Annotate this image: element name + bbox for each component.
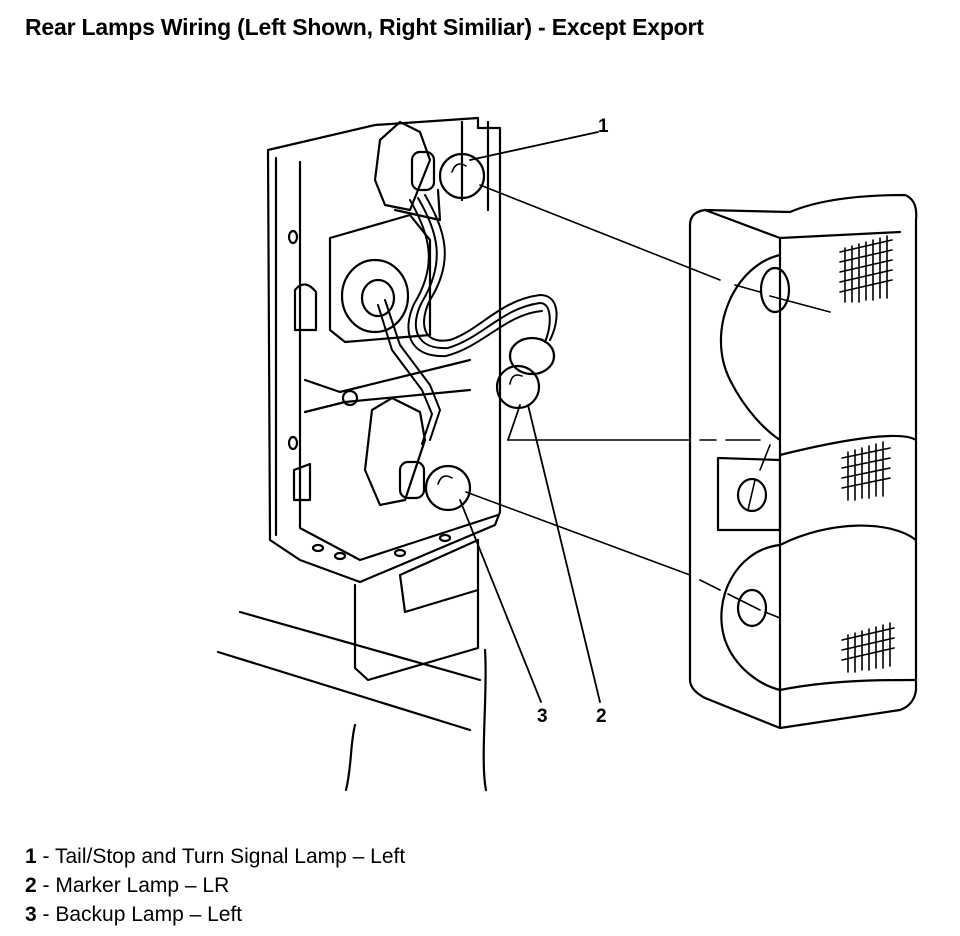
lamp-lens-assembly <box>688 193 918 730</box>
lens-grid-bottom <box>841 622 895 673</box>
legend-text: Tail/Stop and Turn Signal Lamp – Left <box>54 845 406 868</box>
marker-bulb <box>495 336 556 410</box>
backup-bulb <box>398 460 472 512</box>
lens-grid-top <box>839 235 893 303</box>
legend-number: 2 <box>25 874 37 897</box>
legend-separator: - <box>36 845 55 868</box>
legend-item: 1 - Tail/Stop and Turn Signal Lamp – Lef… <box>25 842 405 871</box>
parts-legend: 1 - Tail/Stop and Turn Signal Lamp – Lef… <box>25 842 405 929</box>
legend-item: 2 - Marker Lamp – LR <box>25 871 405 900</box>
legend-text: Marker Lamp – LR <box>55 874 230 897</box>
tail-stop-bulb <box>410 150 486 200</box>
callout-2: 2 <box>596 706 607 727</box>
callout-3: 3 <box>537 706 548 727</box>
legend-separator: - <box>36 903 56 926</box>
legend-number: 3 <box>25 903 37 926</box>
wiring-harness <box>377 194 558 445</box>
lamp-housing-cavity <box>266 116 502 584</box>
callout-leaders <box>459 131 601 703</box>
lens-grid-middle <box>841 441 891 501</box>
callout-1: 1 <box>598 116 609 137</box>
legend-separator: - <box>36 874 56 897</box>
body-panel <box>216 538 488 792</box>
legend-text: Backup Lamp – Left <box>55 903 243 926</box>
legend-item: 3 - Backup Lamp – Left <box>25 900 405 929</box>
diagram-title: Rear Lamps Wiring (Left Shown, Right Sim… <box>25 14 704 40</box>
alignment-lines <box>465 184 831 619</box>
legend-number: 1 <box>25 845 37 868</box>
